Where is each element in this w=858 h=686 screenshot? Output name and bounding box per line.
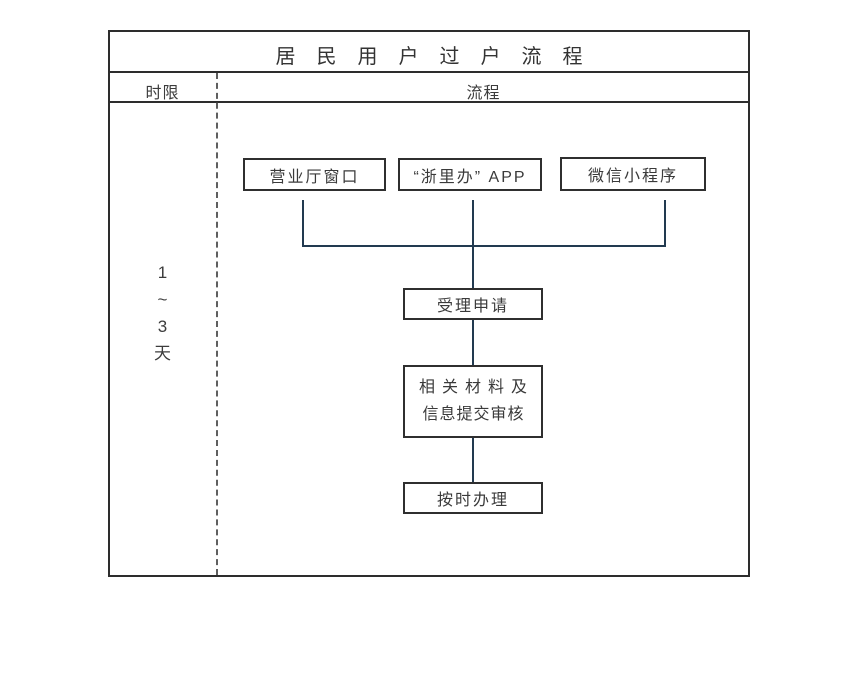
time-limit-line-3: 3 <box>157 317 168 336</box>
flow-step-materials-review: 相关材料及 信息提交审核 <box>403 365 543 438</box>
connector-center-vertical <box>472 200 474 288</box>
entry-box-hall-window: 营业厅窗口 <box>243 158 386 191</box>
time-limit-line-2: ~ <box>157 290 168 309</box>
flow-step-handle-on-time: 按时办理 <box>403 482 543 514</box>
connector-left-vertical <box>302 200 304 247</box>
time-limit-value: 1 ~ 3 天 <box>108 259 217 367</box>
connector-right-vertical <box>664 200 666 247</box>
column-divider-dashed-line <box>216 73 218 575</box>
flow-step-materials-review-line-2: 信息提交审核 <box>422 406 525 423</box>
time-limit-line-1: 1 <box>157 263 168 282</box>
header-separator-line <box>108 101 750 103</box>
time-limit-column-header: 时限 <box>145 85 180 102</box>
flow-column-header: 流程 <box>466 85 501 102</box>
page-title: 居民用户过户流程 <box>275 46 604 68</box>
connector-accept-to-materials <box>472 320 474 365</box>
connector-materials-to-handle <box>472 438 474 482</box>
entry-box-wechat-miniprogram: 微信小程序 <box>560 157 706 191</box>
entry-box-zheliban-app: “浙里办” APP <box>398 158 542 191</box>
flow-step-materials-review-line-1: 相关材料及 <box>418 379 534 396</box>
title-separator-line <box>108 71 750 73</box>
flow-step-accept-application: 受理申请 <box>403 288 543 320</box>
connector-merge-horizontal <box>302 245 666 247</box>
time-limit-line-4: 天 <box>154 344 171 363</box>
